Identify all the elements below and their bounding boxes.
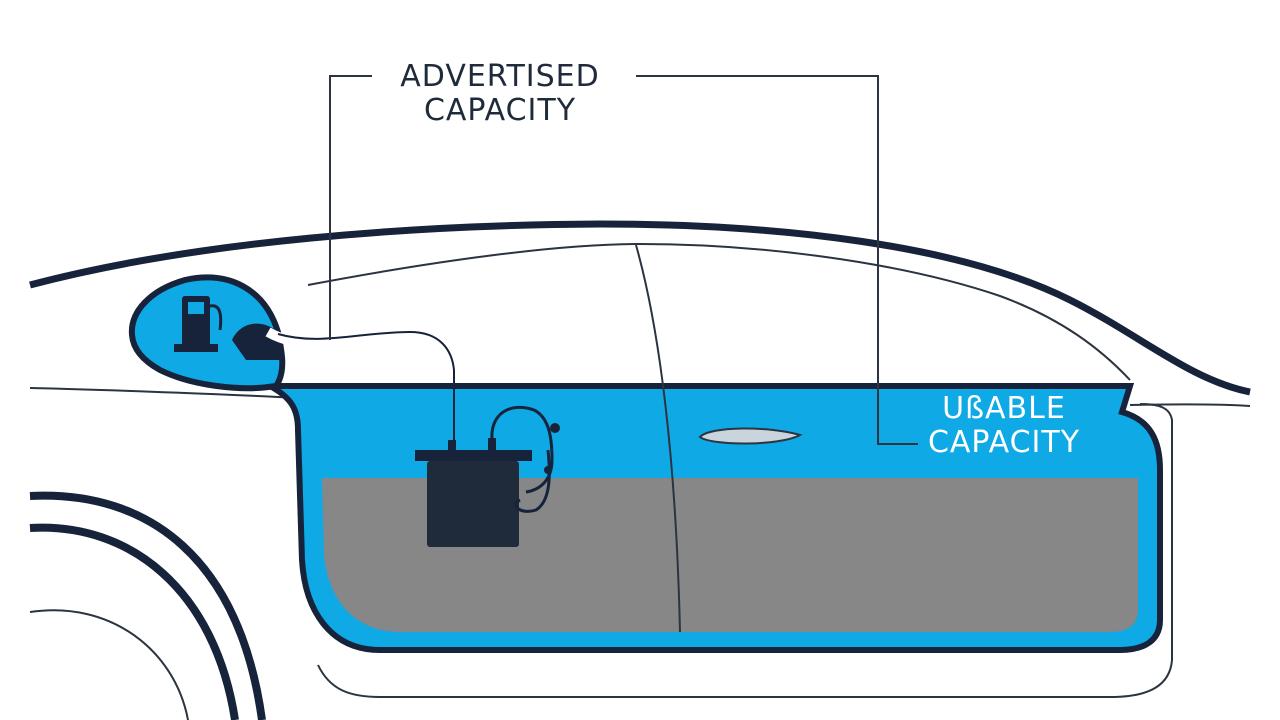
- advertised-bracket-left: [329, 75, 372, 340]
- usable-capacity-line2: CAPACITY: [927, 425, 1081, 460]
- charge-cable: [265, 327, 459, 364]
- battery-icon: [415, 438, 532, 547]
- charge-cable-outline: [277, 330, 455, 450]
- door-line: [635, 244, 681, 633]
- wheel-arch-outer: [29, 491, 266, 720]
- fuel-pump-icon: [174, 296, 223, 352]
- charging-plug-icon: [490, 405, 560, 513]
- wheel-arc: [29, 609, 189, 720]
- car-roofline: [29, 220, 1251, 396]
- battery-unusable-region: [322, 478, 1138, 632]
- advertised-capacity-line1: ADVERTISED: [400, 59, 600, 94]
- car-belt-line: [29, 387, 301, 399]
- advertised-bracket-right: [636, 75, 918, 445]
- window-line: [307, 242, 1131, 381]
- advertised-capacity-label: ADVERTISED CAPACITY: [372, 60, 628, 128]
- car-lower-body: [317, 403, 1173, 698]
- wheel-arch-inner: [29, 523, 239, 720]
- usable-capacity-line1: UßABLE: [942, 391, 1066, 426]
- usable-capacity-label: UßABLE CAPACITY: [906, 392, 1102, 460]
- advertised-capacity-line2: CAPACITY: [423, 93, 577, 128]
- door-handle: [698, 427, 803, 445]
